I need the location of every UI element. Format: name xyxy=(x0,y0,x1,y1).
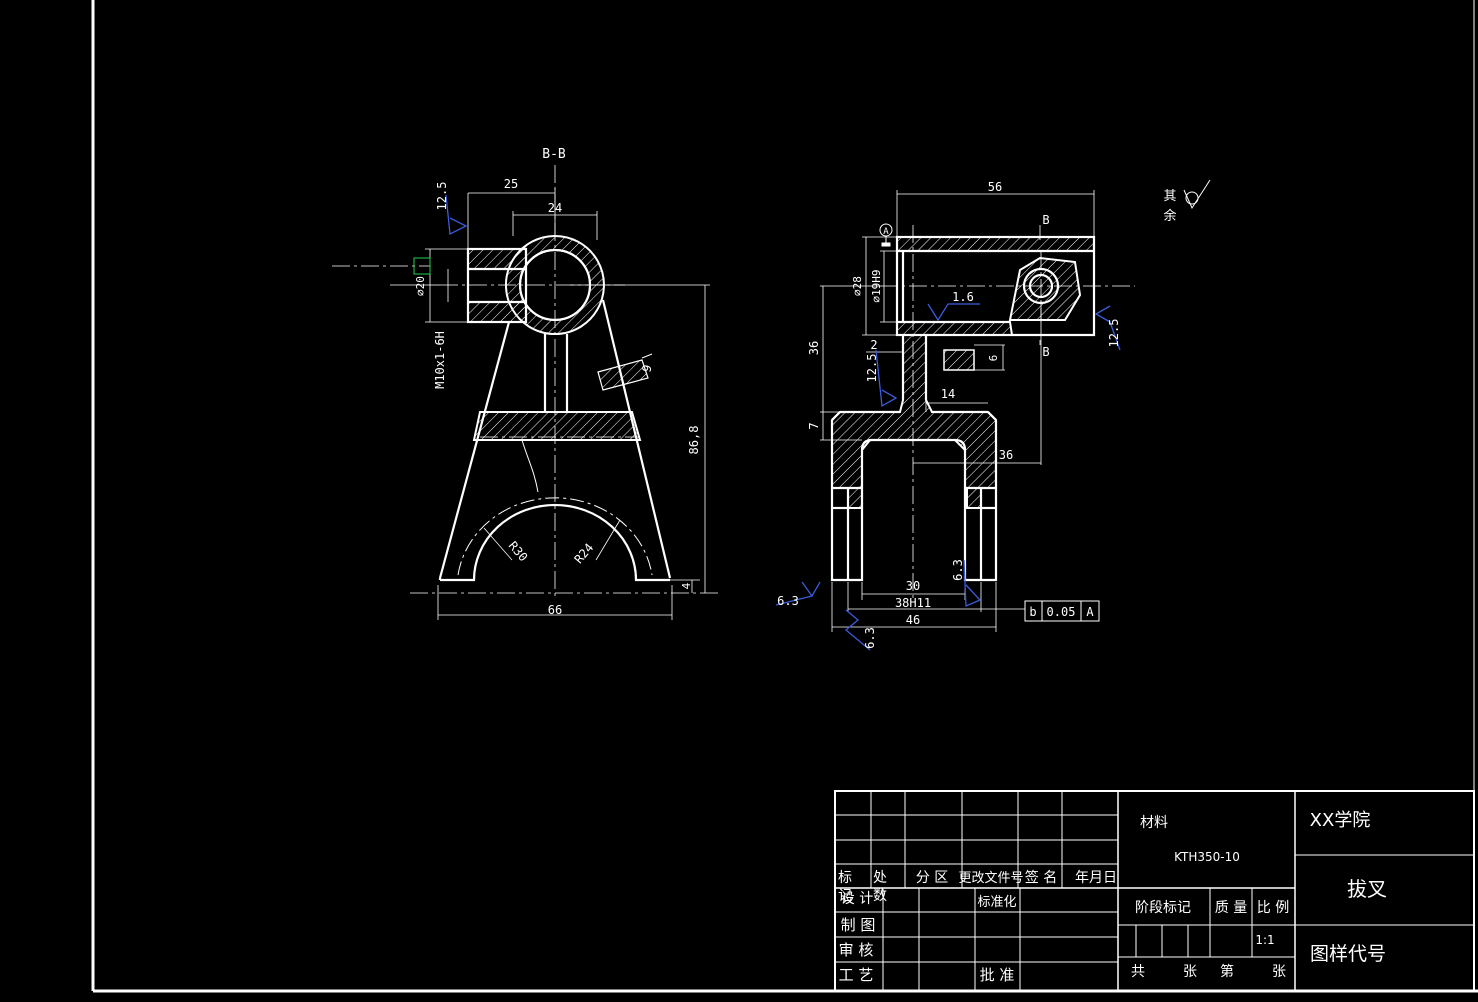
dim-36-right: 36 xyxy=(999,448,1013,462)
machining-not-required-icon xyxy=(1183,179,1211,210)
section-title: B-B xyxy=(542,147,566,162)
title-block-lines xyxy=(834,790,1475,992)
material-label: 材料 xyxy=(1140,815,1168,831)
row-process: 工 艺 xyxy=(839,966,874,984)
dim-4: 4 xyxy=(680,582,693,589)
section-outline xyxy=(438,247,672,582)
dim-56: 56 xyxy=(988,180,1002,194)
row-draw: 制 图 xyxy=(841,916,876,934)
drawing-code-label: 图样代号 xyxy=(1310,943,1386,965)
ratio-value: 1:1 xyxy=(1255,933,1274,947)
roughness-12-5-left: 12.5 xyxy=(865,354,879,383)
dim-14: 14 xyxy=(941,387,955,401)
stage-mark-label: 阶段标记 xyxy=(1135,900,1191,916)
rev-header-date: 年月日 xyxy=(1075,870,1117,886)
note-line2: 余 xyxy=(1163,208,1176,224)
row-design: 设 计 xyxy=(841,891,873,907)
title-block: 材料 KTH350-10 XX学院 拔叉 图样代号 标 处 分 区 更改文件号 … xyxy=(834,790,1475,992)
section-mark-bottom: B xyxy=(1042,345,1049,359)
other-surfaces-note: 其 余 xyxy=(1163,179,1211,224)
outer-arc-hidden xyxy=(457,497,653,576)
datum-a xyxy=(879,223,893,247)
rev-header-mark: 标 xyxy=(838,870,852,886)
dim-2: 2 xyxy=(870,338,877,352)
material-value: KTH350-10 xyxy=(1174,850,1240,864)
dimension-lines xyxy=(390,188,710,620)
datum-mark xyxy=(413,257,431,275)
section-view-bb: B-B xyxy=(332,147,718,620)
roughness-6-3-left: 6.3 xyxy=(777,594,799,608)
side-dimension-lines xyxy=(820,190,1095,632)
thread-label: M10x1-6H xyxy=(433,331,447,389)
dim-24: 24 xyxy=(548,201,562,215)
part-name: 拔叉 xyxy=(1347,877,1387,901)
dim-36-left: 36 xyxy=(807,341,821,355)
ratio-label: 比 例 xyxy=(1257,900,1289,916)
school-name: XX学院 xyxy=(1310,810,1371,831)
roughness-12-5-right: 12.5 xyxy=(1107,319,1121,348)
drawing-frame xyxy=(91,0,1478,993)
dim-phi28: ⌀28 xyxy=(851,276,864,296)
row-review: 审 核 xyxy=(839,941,874,959)
weight-label: 质 量 xyxy=(1215,900,1247,916)
sheets-total-label: 共 xyxy=(1131,964,1145,980)
datum-letter: A xyxy=(883,227,889,237)
section-hatching xyxy=(467,235,642,441)
rev-header-sign: 签 名 xyxy=(1025,869,1057,886)
radius-r24: R24 xyxy=(572,541,597,567)
dim-30: 30 xyxy=(906,579,920,593)
rev-header-count: 处 xyxy=(873,870,887,886)
rev-sub-count: 数 xyxy=(873,888,887,904)
tolerance-frame xyxy=(1024,600,1100,622)
roughness-1-6: 1.6 xyxy=(952,290,974,304)
dim-7: 7 xyxy=(807,422,821,429)
dim-46: 46 xyxy=(906,613,920,627)
roughness-6-3-right: 6.3 xyxy=(951,559,965,581)
side-outline xyxy=(830,235,1096,582)
keyway-section xyxy=(943,349,975,371)
sheets-total-unit: 张 xyxy=(1183,964,1197,980)
dim-86-8: 86,8 xyxy=(687,426,701,455)
radius-r30: R30 xyxy=(506,539,531,565)
tolerance-symbol: b xyxy=(1029,605,1036,619)
break-line xyxy=(521,439,539,493)
slot-detail xyxy=(597,359,649,391)
dim-38h11: 38H11 xyxy=(895,596,931,610)
section-mark-top: B xyxy=(1042,213,1049,227)
roughness-symbol-icon xyxy=(775,303,1121,651)
rev-header-zone: 分 区 xyxy=(916,870,948,886)
tolerance-value: 0.05 xyxy=(1047,605,1076,619)
rev-header-doc: 更改文件号 xyxy=(958,871,1023,886)
tolerance-datum: A xyxy=(1086,605,1094,619)
dim-6: 6 xyxy=(987,355,1000,362)
roughness-6-3-bottom: 6.3 xyxy=(863,627,877,649)
dim-phi19h9: ⌀19H9 xyxy=(870,269,883,302)
dim-phi20: ⌀20 xyxy=(414,276,427,296)
dim-66: 66 xyxy=(548,603,562,617)
rev-sub-mark: 记 xyxy=(838,888,852,904)
sheet-number-label: 第 xyxy=(1220,963,1234,980)
sheet-number-unit: 张 xyxy=(1272,964,1286,980)
row-standardize: 标准化 xyxy=(977,895,1016,910)
roughness-top: 12.5 xyxy=(435,182,449,211)
row-approve: 批 准 xyxy=(980,966,1015,984)
side-view: 56 ⌀28 ⌀19H9 36 2 7 14 6 36 30 38H11 46 … xyxy=(775,180,1135,651)
note-line1: 其 xyxy=(1163,189,1176,204)
roughness-symbol-icon xyxy=(445,194,468,236)
dim-9: 9 xyxy=(639,363,654,374)
dim-25: 25 xyxy=(504,177,518,191)
